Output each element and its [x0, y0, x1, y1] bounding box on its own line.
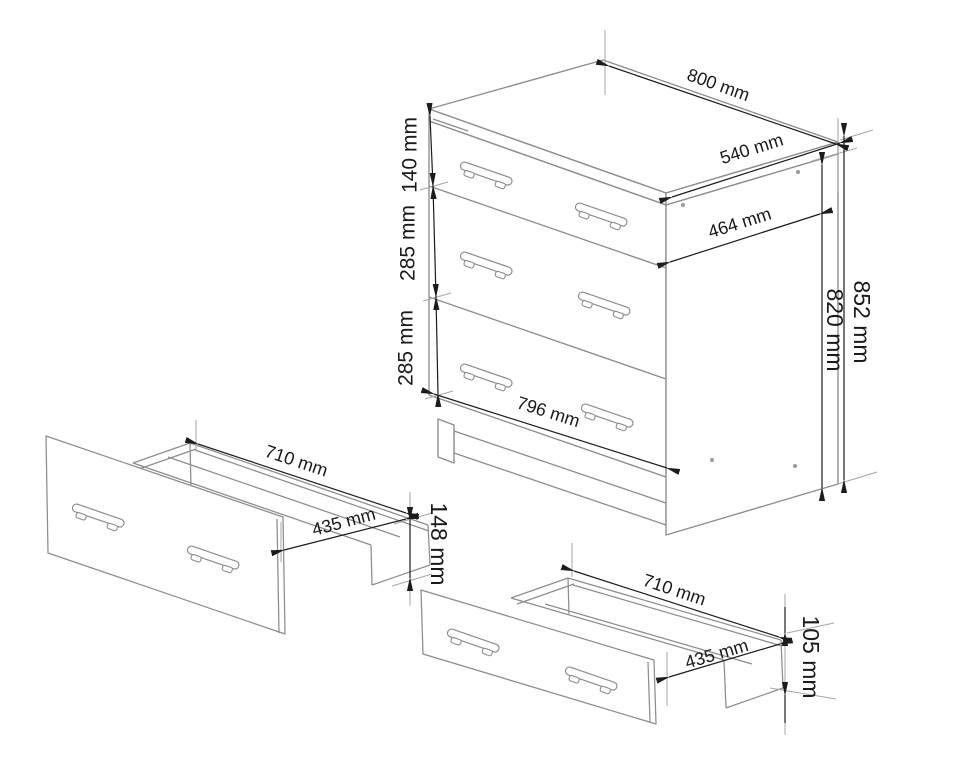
dim-label-side-drawer-height: 148 mm — [426, 502, 452, 585]
dim-line-drawer2 — [429, 172, 440, 311]
bottom-drawer-panel-edge — [647, 661, 651, 723]
dimension-labels: 800 mm 540 mm 464 mm 140 mm 285 mm 285 m… — [262, 65, 875, 699]
side-drawer-front-panel — [45, 435, 286, 635]
drawer-separator-1 — [428, 185, 667, 269]
dim-line-side-drawer-depth — [270, 512, 420, 557]
dim-line-top-depth — [658, 136, 854, 204]
dim-label-total-height: 852 mm — [849, 280, 875, 363]
cabinet-leg — [437, 418, 455, 464]
bottom-drawer-front-panel — [420, 589, 657, 725]
dim-label-bottom-drawer-height: 105 mm — [798, 615, 824, 698]
dim-line-bottom-drawer-width — [560, 564, 793, 644]
dim-label-body-height: 820 mm — [822, 288, 848, 371]
dim-line-side-drawer-width — [184, 436, 420, 521]
dim-line-bottom-drawer-depth — [655, 637, 794, 684]
dim-line-drawer3 — [432, 283, 442, 408]
dim-label-drawer3-height: 285 mm — [395, 310, 418, 386]
top-edge-detail — [432, 118, 469, 132]
dim-line-inner-depth — [656, 207, 834, 269]
drawer-separator-2 — [428, 296, 667, 380]
side-drawer-drawing — [45, 435, 431, 635]
dim-label-drawer2-height: 285 mm — [397, 205, 420, 281]
dim-line-top-width — [595, 58, 850, 152]
dimension-lines — [184, 58, 854, 723]
dim-label-drawer1-height: 140 mm — [399, 117, 422, 193]
dim-line-inner-width — [420, 387, 681, 475]
dim-label-side-drawer-width: 710 mm — [262, 441, 330, 481]
dim-label-bottom-drawer-depth: 435 mm — [683, 635, 751, 673]
